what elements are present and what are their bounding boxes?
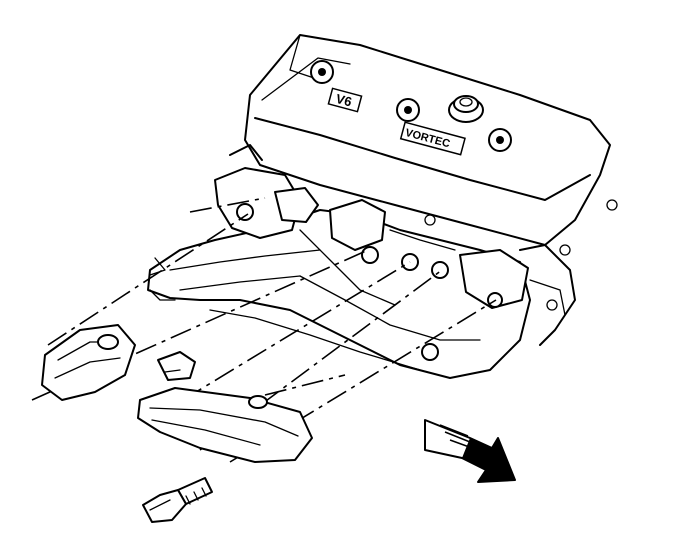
manifold-gasket <box>41 324 136 401</box>
heat-shield <box>137 351 313 463</box>
cylinder-head <box>229 144 576 346</box>
oil-filler-cap <box>448 95 484 123</box>
front-arrow-icon <box>424 419 516 483</box>
badge-left-text: V6 <box>334 91 353 110</box>
exhaust-manifold <box>147 167 531 379</box>
cover-bolt <box>488 128 512 152</box>
valve-cover: V6 VORTEC <box>244 34 618 256</box>
badge-left: V6 <box>327 87 363 113</box>
cover-bolt <box>310 60 334 84</box>
manifold-bolt <box>142 477 213 523</box>
cover-bolt <box>396 98 420 122</box>
